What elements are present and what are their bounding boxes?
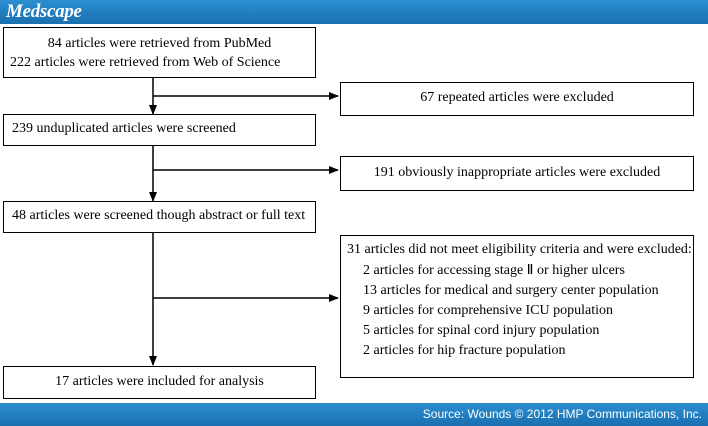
screened-box: 239 unduplicated articles were screened (3, 114, 316, 146)
eligibility-reason: 2 articles for hip fracture population (363, 343, 566, 358)
eligibility-box: 31 articles did not meet eligibility cri… (340, 235, 694, 378)
retrieved-pubmed-text: 84 articles were retrieved from PubMed (47, 36, 272, 51)
eligibility-reason: 5 articles for spinal cord injury popula… (363, 323, 600, 338)
source-credit: Source: Wounds © 2012 HMP Communications… (422, 407, 702, 421)
excluded-repeated-text: 67 repeated articles were excluded (420, 90, 614, 105)
retrieved-wos-text: 222 articles were retrieved from Web of … (10, 55, 281, 70)
included-text: 17 articles were included for analysis (55, 374, 264, 389)
included-box: 17 articles were included for analysis (3, 366, 316, 399)
medscape-logo[interactable]: Medscape (6, 1, 82, 22)
excluded-inappropriate-box: 191 obviously inappropriate articles wer… (340, 156, 694, 191)
header-bar: Medscape (0, 0, 708, 24)
eligibility-reason: 2 articles for accessing stage Ⅱ or high… (363, 263, 625, 278)
eligibility-reason: 13 articles for medical and surgery cent… (363, 283, 659, 298)
screened-text: 239 unduplicated articles were screened (12, 121, 236, 136)
excluded-inappropriate-text: 191 obviously inappropriate articles wer… (373, 165, 661, 180)
fulltext-text: 48 articles were screened though abstrac… (12, 208, 306, 223)
eligibility-title: 31 articles did not meet eligibility cri… (347, 242, 692, 257)
eligibility-reason: 9 articles for comprehensive ICU populat… (363, 303, 613, 318)
excluded-repeated-box: 67 repeated articles were excluded (340, 82, 694, 116)
fulltext-box: 48 articles were screened though abstrac… (3, 201, 316, 233)
retrieved-box: 84 articles were retrieved from PubMed 2… (3, 27, 316, 78)
footer-bar: Source: Wounds © 2012 HMP Communications… (0, 403, 708, 426)
